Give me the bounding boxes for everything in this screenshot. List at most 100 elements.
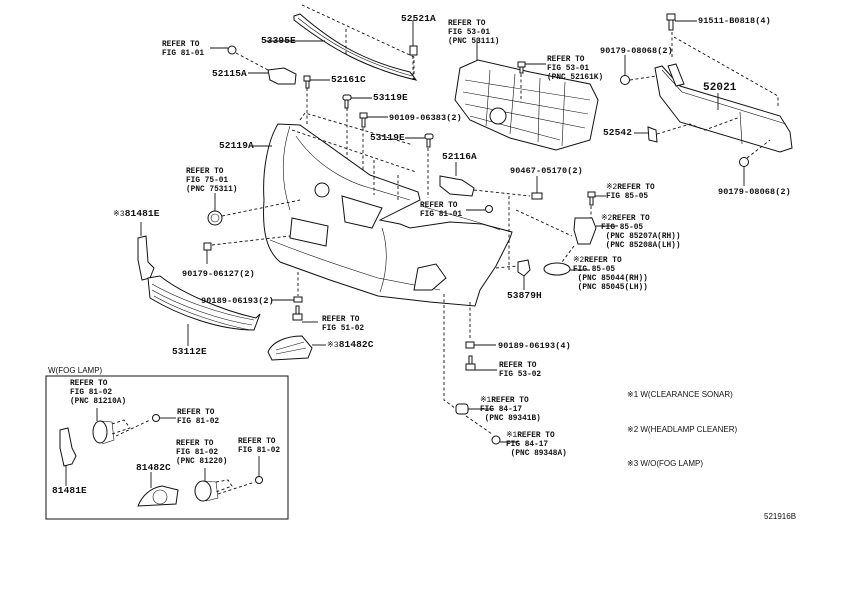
part-number-81482C[interactable]: ※381482C [327,340,374,351]
sonar-retainer-89348A[interactable] [491,435,501,445]
clip-90189-4[interactable] [465,341,475,349]
pad-52542[interactable] [647,126,658,143]
bumper-reinforcement-52021[interactable] [654,63,793,153]
part-number-91511[interactable]: 91511-B0818(4) [698,16,771,26]
bolt-ref-53-02[interactable] [465,355,476,371]
clip-52521A[interactable] [409,20,418,56]
reference-fig-81-01-top[interactable]: REFER TO FIG 81-01 [162,41,205,58]
fog-cover-side-81481E-inset[interactable] [59,427,77,467]
reference-fig-81-01-mid[interactable]: REFER TO FIG 81-01 [420,202,463,219]
fog-lamp-81220[interactable] [194,480,219,502]
headlamp-cleaner-cover[interactable] [543,262,571,276]
grille-clip[interactable] [517,61,526,74]
bolt-91511[interactable] [666,13,676,31]
reference-box-fig-81-02-lamp[interactable]: REFER TO FIG 81-02 (PNC 81210A) [70,380,127,406]
note-mark: ※3 [327,341,339,350]
clip-53119E-a[interactable] [342,94,352,109]
part-number-90189-4[interactable]: 90189-06193(4) [498,341,571,351]
note-mark: ※2 [606,184,618,192]
fog-screw-1[interactable] [152,414,160,422]
clip-53119E-b[interactable] [424,133,434,148]
reference-fig-53-01-clip[interactable]: REFER TO FIG 53-01 (PNC 52161K) [547,56,604,82]
note-2: ※2 W(HEADLAMP CLEANER) [627,424,738,434]
part-number-90179-06127[interactable]: 90179-06127(2) [182,269,255,279]
note-mark: ※1 [480,397,492,405]
screw-ref-81-01-mid[interactable] [485,205,493,213]
note-mark: ※3 [113,210,125,219]
reference-text: REFER TO FIG 84-17 (PNC 89348A) [506,432,567,458]
radiator-grille[interactable] [454,59,599,151]
part-number-81481E[interactable]: ※381481E [113,209,160,220]
part-number-90467[interactable]: 90467-05170(2) [510,166,583,176]
part-number-52119A[interactable]: 52119A [219,140,254,151]
reference-fig-53-01-grille[interactable]: REFER TO FIG 53-01 (PNC 53111) [448,20,500,46]
fog-screw-2[interactable] [255,476,263,484]
note-1: ※1 W(CLEARANCE SONAR) [627,390,733,399]
note-mark: ※1 [506,432,518,440]
clip-ref-85-05-a[interactable] [587,191,596,206]
headlamp-cleaner-actuator[interactable] [573,217,597,245]
reference-text: REFER TO FIG 85-05 (PNC 85207A(RH)) (PNC… [601,215,681,250]
part-number-53879H[interactable]: 53879H [507,290,542,301]
reference-fig-85-05-a[interactable]: ※2REFER TO FIG 85-05 [606,184,655,202]
clip-90467[interactable] [531,192,543,200]
nut-90179-06127[interactable] [203,242,212,251]
part-number-box-81481E[interactable]: 81481E [52,485,87,496]
reference-fig-75-01[interactable]: REFER TO FIG 75-01 (PNC 75311) [186,168,238,194]
sonar-sensor-89341B[interactable] [455,403,469,415]
notes-legend: ※1 W(CLEARANCE SONAR) ※2 W(HEADLAMP CLEA… [627,366,737,481]
part-number-90109[interactable]: 90109-06383(2) [389,113,462,123]
part-number-52521A[interactable]: 52521A [401,13,436,24]
fog-cover-81482C[interactable] [267,335,313,361]
reference-text: REFER TO FIG 85-05 [606,184,655,201]
part-number-text: 81481E [124,208,160,219]
part-number-text: 81482C [338,339,374,350]
inset-box-title: W(FOG LAMP) [48,366,103,375]
part-number-52542[interactable]: 52542 [603,127,633,138]
reference-fig-85-05-c[interactable]: ※2REFER TO FIG 85-05 (PNC 85044(RH)) (PN… [573,257,648,293]
emblem-ref-75-01[interactable] [207,210,223,226]
part-number-53395E[interactable]: 53395E [261,35,296,46]
reference-fig-53-02[interactable]: REFER TO FIG 53-02 [499,362,542,379]
bracket-52116A[interactable] [439,175,475,197]
reference-fig-51-02[interactable]: REFER TO FIG 51-02 [322,316,365,333]
fog-cover-81482C-inset[interactable] [137,485,179,507]
reference-box-fig-81-02-screw1[interactable]: REFER TO FIG 81-02 [177,409,220,426]
front-bumper-cover-52119A[interactable] [263,123,513,307]
fog-cover-side-81481E[interactable] [137,235,155,281]
part-number-box-81482C[interactable]: 81482C [136,462,171,473]
part-number-90179-08068-a[interactable]: 90179-08068(2) [600,46,673,56]
clip-90189-2[interactable] [293,296,303,303]
clip-52161C[interactable] [303,75,311,89]
nut-90179-b[interactable] [739,157,749,167]
part-number-53112E[interactable]: 53112E [172,346,207,357]
reference-fig-85-05-b[interactable]: ※2REFER TO FIG 85-05 (PNC 85207A(RH)) (P… [601,215,681,251]
upper-molding-strip[interactable] [293,13,418,81]
note-mark: ※2 [601,215,613,223]
part-number-52161C[interactable]: 52161C [331,74,366,85]
reference-box-fig-81-02-screw2[interactable]: REFER TO FIG 81-02 [238,438,281,455]
nut-90179-a[interactable] [620,75,630,85]
part-number-53119E-b[interactable]: 53119E [370,132,405,143]
part-number-52021[interactable]: 52021 [703,82,737,94]
part-number-52115A[interactable]: 52115A [212,68,247,79]
reference-text: REFER TO FIG 85-05 (PNC 85044(RH)) (PNC … [573,257,648,292]
reference-box-fig-81-02-lamp2[interactable]: REFER TO FIG 81-02 (PNC 81220) [176,440,228,466]
part-number-53119E-a[interactable]: 53119E [373,92,408,103]
bolt-ref-51-02[interactable] [292,305,303,321]
fog-lamp-inset-box [45,375,289,520]
fog-lamp-81210A[interactable] [92,420,115,445]
figure-number: 521916B [764,512,797,521]
note-mark: ※2 [573,257,585,265]
part-number-90179-08068-b[interactable]: 90179-08068(2) [718,187,791,197]
bolt-90109[interactable] [359,112,368,128]
lower-grille-53112E[interactable] [147,275,261,331]
part-number-90189-2[interactable]: 90189-06193(2) [201,296,274,306]
part-number-52116A[interactable]: 52116A [442,151,477,162]
bracket-52115A[interactable] [267,67,297,85]
screw-ref-81-01-top[interactable] [227,45,237,55]
bracket-53879H[interactable] [517,259,531,277]
reference-fig-84-17-b[interactable]: ※1REFER TO FIG 84-17 (PNC 89348A) [506,432,567,459]
reference-fig-84-17-a[interactable]: ※1REFER TO FIG 84-17 (PNC 89341B) [480,397,541,424]
